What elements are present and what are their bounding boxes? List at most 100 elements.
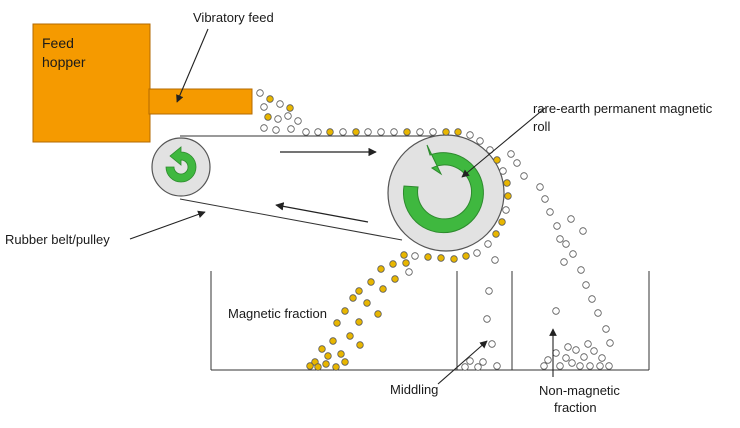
non-magnetic-particle xyxy=(485,287,493,295)
non-magnetic-particle xyxy=(541,195,549,203)
magnetic-particle xyxy=(318,345,326,353)
non-magnetic-particle xyxy=(513,159,521,167)
belt-label: Rubber belt/pulley xyxy=(5,232,110,247)
vibratory-feed-pointer xyxy=(176,28,209,103)
non-magnetic-particle xyxy=(476,137,484,145)
non-magnetic-particle xyxy=(339,128,347,136)
magnetic-particle xyxy=(424,253,432,261)
non-magnetic-particle xyxy=(479,358,487,366)
magnetic-particle xyxy=(403,128,411,136)
non-magnetic-particle xyxy=(540,362,548,370)
magnetic-particle xyxy=(367,278,375,286)
non-magnetic-particle xyxy=(364,128,372,136)
magnetic-particle xyxy=(286,104,294,112)
non-magnetic-particle xyxy=(560,258,568,266)
non-magnetic-particle xyxy=(577,266,585,274)
non-magnetic-particle xyxy=(564,343,572,351)
magnetic-fraction-label: Magnetic fraction xyxy=(228,306,327,321)
non-magnetic-particle xyxy=(272,126,280,134)
non-magnetic-particle xyxy=(580,353,588,361)
non-magnetic-particle xyxy=(594,309,602,317)
magnetic-particle xyxy=(341,358,349,366)
non-magnetic-particle xyxy=(314,128,322,136)
non-magnetic-particle xyxy=(507,150,515,158)
magnetic-particle xyxy=(346,332,354,340)
non-magnetic-particle xyxy=(544,356,552,364)
magnetic-particle xyxy=(355,287,363,295)
non-magnetic-particle xyxy=(606,339,614,347)
roll-pointer xyxy=(461,107,546,178)
non-magnetic-particle xyxy=(536,183,544,191)
magnetic-particle xyxy=(389,260,397,268)
non-magnetic-particle xyxy=(590,347,598,355)
non-magnetic-particle xyxy=(553,222,561,230)
magnetic-particle xyxy=(374,310,382,318)
non-magnetic-particle xyxy=(260,103,268,111)
magnetic-particle xyxy=(462,252,470,260)
vibratory-feed-label: Vibratory feed xyxy=(193,10,274,25)
magnetic-particle xyxy=(450,255,458,263)
non-magnetic-particle xyxy=(499,167,507,175)
magnetic-particle xyxy=(264,113,272,121)
magnetic-particle xyxy=(324,352,332,360)
non-magnetic-particle xyxy=(493,362,501,370)
magnetic-particle xyxy=(341,307,349,315)
magnetic-particle xyxy=(349,294,357,302)
magnetic-particle xyxy=(503,179,511,187)
non-magnetic-particle xyxy=(562,240,570,248)
collection-bins xyxy=(210,271,650,371)
magnetic-particle xyxy=(492,230,500,238)
non-magnetic-particle xyxy=(598,354,606,362)
non-magnetic-label-line2: fraction xyxy=(554,400,597,415)
feed-hopper xyxy=(32,23,151,143)
roll-rotation-icon xyxy=(402,144,484,234)
magnetic-particle xyxy=(314,363,322,371)
vibratory-feeder xyxy=(148,88,253,115)
non-magnetic-particle xyxy=(584,340,592,348)
non-magnetic-particle xyxy=(602,325,610,333)
non-magnetic-particle xyxy=(556,235,564,243)
non-magnetic-particle xyxy=(568,359,576,367)
non-magnetic-particle xyxy=(474,363,482,371)
non-magnetic-particle xyxy=(473,249,481,257)
magnetic-particle xyxy=(504,192,512,200)
belt-direction-arrow-bottom xyxy=(275,202,369,223)
magnetic-particle xyxy=(402,259,410,267)
pulley-rotation-icon xyxy=(165,146,197,183)
non-magnetic-particle xyxy=(284,112,292,120)
non-magnetic-particle xyxy=(466,357,474,365)
magnetic-particle xyxy=(266,95,274,103)
non-magnetic-particle xyxy=(556,362,564,370)
non-magnetic-particle xyxy=(274,115,282,123)
magnetic-particle xyxy=(400,251,408,259)
middling-pointer xyxy=(437,340,488,385)
non-magnetic-particle xyxy=(466,131,474,139)
non-magnetic-particle xyxy=(405,268,413,276)
magnetic-particle xyxy=(498,218,506,226)
non-magnetic-particle xyxy=(276,100,284,108)
magnetic-particle xyxy=(356,341,364,349)
non-magnetic-particle xyxy=(582,281,590,289)
magnetic-particle xyxy=(332,363,340,371)
non-magnetic-particle xyxy=(567,215,575,223)
non-magnetic-particle xyxy=(596,362,604,370)
non-magnetic-particle xyxy=(429,128,437,136)
non-magnetic-particle xyxy=(256,89,264,97)
non-magnetic-particle xyxy=(605,362,613,370)
non-magnetic-particle xyxy=(260,124,268,132)
magnetic-particle xyxy=(333,319,341,327)
non-magnetic-particle xyxy=(572,346,580,354)
magnetic-particle xyxy=(352,128,360,136)
non-magnetic-particle xyxy=(461,363,469,371)
non-magnetic-particle xyxy=(491,256,499,264)
hopper-label-line1: Feed xyxy=(42,35,74,51)
non-magnetic-particle xyxy=(552,349,560,357)
magnetic-particle xyxy=(355,318,363,326)
hopper-label-line2: hopper xyxy=(42,54,86,70)
non-magnetic-label-line1: Non-magnetic xyxy=(539,383,620,398)
small-pulley xyxy=(151,137,211,197)
magnetic-particle xyxy=(437,254,445,262)
non-magnetic-particle xyxy=(294,117,302,125)
particles xyxy=(256,89,614,371)
non-magnetic-particle xyxy=(484,240,492,248)
